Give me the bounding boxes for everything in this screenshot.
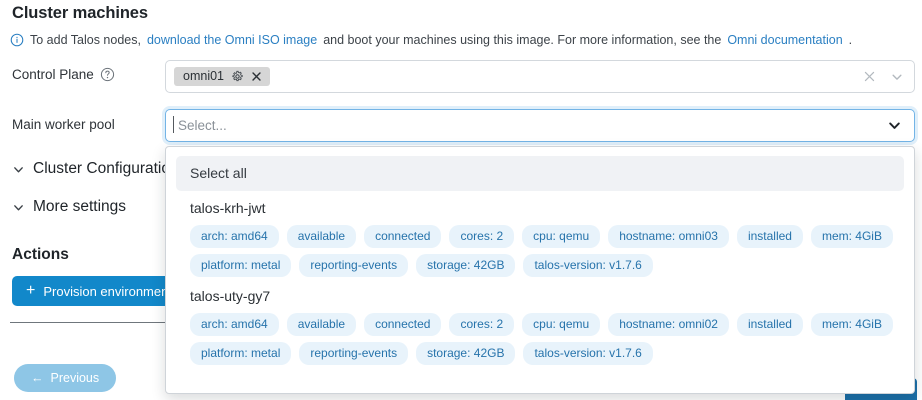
chevron-down-icon [12, 201, 25, 214]
machine-tag[interactable]: storage: 42GB [416, 254, 516, 277]
chevron-down-icon[interactable] [887, 118, 902, 133]
machine-tag[interactable]: installed [736, 313, 803, 336]
machine-tag[interactable]: mem: 4GiB [810, 313, 893, 336]
hint-text-middle: and boot your machines using this image.… [323, 33, 722, 47]
machine-tag-list: arch: amd64 available connected cores: 2… [190, 225, 900, 277]
machine-tag[interactable]: available [286, 313, 357, 336]
control-plane-field-actions [863, 70, 906, 84]
plus-icon: + [26, 282, 36, 299]
machine-select-dropdown[interactable]: Select all talos-krh-jwt arch: amd64 ava… [165, 146, 915, 394]
machine-tag[interactable]: cpu: qemu [522, 225, 601, 248]
machine-tag-list: arch: amd64 available connected cores: 2… [190, 313, 900, 365]
worker-pool-field-actions [887, 118, 904, 133]
machine-tag[interactable]: talos-version: v1.7.6 [523, 342, 653, 365]
machine-tag[interactable]: connected [364, 313, 442, 336]
main-worker-pool-input[interactable]: Select... [173, 116, 227, 133]
machine-tag[interactable]: hostname: omni02 [608, 313, 729, 336]
dropdown-option-machine[interactable]: talos-krh-jwt arch: amd64 available conn… [176, 191, 904, 279]
machine-tag[interactable]: installed [736, 225, 803, 248]
actions-title: Actions [12, 246, 69, 263]
machine-tag[interactable]: platform: metal [190, 254, 292, 277]
machine-tag[interactable]: connected [364, 225, 442, 248]
machine-name: talos-krh-jwt [190, 200, 266, 216]
omni-iso-download-link[interactable]: download the Omni ISO image [146, 33, 318, 47]
machine-tag[interactable]: cores: 2 [449, 225, 515, 248]
machine-tag[interactable]: arch: amd64 [190, 313, 279, 336]
control-plane-chip-omni01[interactable]: omni01 [174, 67, 270, 86]
main-worker-pool-placeholder: Select... [178, 118, 227, 133]
machine-tag[interactable]: available [286, 225, 357, 248]
close-icon[interactable] [251, 71, 262, 82]
hint-text-suffix: . [848, 33, 853, 47]
question-circle-icon[interactable] [100, 67, 115, 82]
machine-tag[interactable]: mem: 4GiB [810, 225, 893, 248]
machine-tag[interactable]: reporting-events [299, 342, 409, 365]
machine-tag[interactable]: platform: metal [190, 342, 292, 365]
main-worker-pool-select[interactable]: Select... [165, 109, 915, 142]
dropdown-option-machine[interactable]: talos-uty-gy7 arch: amd64 available conn… [176, 279, 904, 367]
clear-x-icon[interactable] [863, 70, 876, 83]
arrow-left-icon: ← [31, 371, 44, 385]
chevron-down-icon [12, 163, 25, 176]
machine-tag[interactable]: arch: amd64 [190, 225, 279, 248]
chevron-down-icon[interactable] [890, 70, 904, 84]
cluster-configuration-label: Cluster Configuration [33, 160, 179, 177]
dropdown-option-select-all[interactable]: Select all [176, 156, 904, 191]
dropdown-list: Select all talos-krh-jwt arch: amd64 ava… [166, 147, 914, 375]
omni-documentation-link[interactable]: Omni documentation [727, 33, 843, 47]
main-worker-pool-label-group: Main worker pool [12, 117, 115, 132]
machine-tag[interactable]: hostname: omni03 [608, 225, 729, 248]
main-worker-pool-label: Main worker pool [12, 117, 115, 132]
control-plane-field[interactable]: omni01 [165, 60, 915, 93]
previous-button[interactable]: ← Previous [14, 364, 117, 392]
machine-name: talos-uty-gy7 [190, 288, 271, 304]
hint-text-prefix: To add Talos nodes, [30, 33, 141, 47]
section-divider [10, 322, 165, 323]
control-plane-label: Control Plane [12, 67, 94, 82]
machine-tag[interactable]: reporting-events [299, 254, 409, 277]
machine-tag[interactable]: talos-version: v1.7.6 [523, 254, 653, 277]
info-circle-icon [10, 33, 24, 47]
page-title: Cluster machines [12, 4, 148, 22]
machine-tag[interactable]: cpu: qemu [522, 313, 601, 336]
gear-icon[interactable] [231, 70, 244, 83]
previous-label: Previous [50, 371, 100, 385]
info-hint: To add Talos nodes, download the Omni IS… [10, 33, 852, 47]
control-plane-label-group: Control Plane [12, 67, 115, 82]
more-settings-section-toggle[interactable]: More settings [12, 198, 126, 216]
cluster-configuration-section-toggle[interactable]: Cluster Configuration [12, 160, 179, 178]
text-caret [173, 116, 174, 133]
provision-environment-button[interactable]: + Provision environment [12, 276, 186, 306]
machine-tag[interactable]: storage: 42GB [416, 342, 516, 365]
chip-label: omni01 [183, 69, 224, 84]
more-settings-label: More settings [33, 198, 127, 215]
machine-tag[interactable]: cores: 2 [449, 313, 515, 336]
provision-environment-label: Provision environment [43, 283, 172, 299]
